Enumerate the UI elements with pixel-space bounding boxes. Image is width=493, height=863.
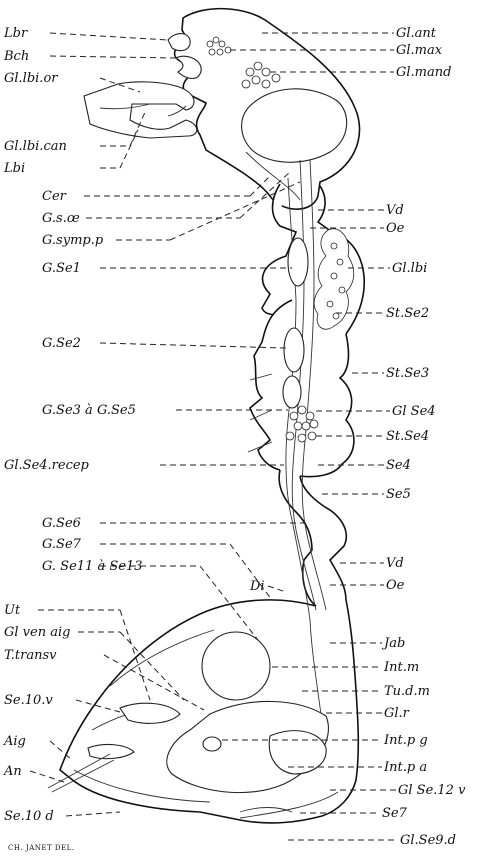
brain [242, 89, 347, 162]
label-int-p-g: Int.p g [383, 733, 428, 748]
label-gl-se12-v: Gl Se.12 v [398, 783, 466, 798]
label-gl-se4-recep: Gl.Se4.recep [4, 458, 90, 473]
label-st-se2: St.Se2 [386, 306, 429, 321]
label-g-s-oe: G.s.œ [42, 211, 80, 226]
label-g-se2: G.Se2 [42, 336, 81, 351]
label-gl-ven-aig: Gl ven aig [4, 625, 70, 640]
label-se5: Se5 [386, 487, 411, 502]
labels-right: Gl.ant Gl.max Gl.mand Vd Oe Gl.lbi St.Se… [381, 26, 466, 848]
label-gl-max: Gl.max [396, 43, 443, 58]
label-gl-lbi: Gl.lbi [392, 261, 427, 276]
label-gl-se4: Gl Se4 [392, 404, 436, 419]
artist-credit: CH. JANET DEL. [8, 844, 75, 852]
labium [84, 82, 197, 138]
label-vd-2: Vd [386, 556, 404, 571]
label-st-se4: St.Se4 [386, 429, 429, 444]
label-st-se3: St.Se3 [386, 366, 429, 381]
label-se10-d: Se.10 d [4, 809, 54, 824]
label-g-se6: G.Se6 [42, 516, 81, 531]
label-cer: Cer [42, 189, 67, 204]
label-gl-r: Gl.r [384, 706, 410, 721]
label-se4: Se4 [386, 458, 411, 473]
metapleural-gland-cluster [286, 406, 318, 442]
label-oe-1: Oe [386, 221, 405, 236]
label-gl-mand: Gl.mand [396, 65, 451, 80]
label-an: An [3, 764, 22, 779]
label-jab: Jab [381, 636, 405, 651]
label-g-se1: G.Se1 [42, 261, 81, 276]
label-se10-v: Se.10.v [4, 693, 53, 708]
label-t-transv: T.transv [4, 648, 57, 663]
label-aig: Aig [3, 734, 26, 749]
label-int-m: Int.m [383, 660, 419, 675]
label-lbr: Lbr [3, 26, 28, 41]
label-se7: Se7 [382, 806, 408, 821]
label-ut: Ut [4, 603, 21, 618]
label-gl-lbi-or: Gl.lbi.or [4, 71, 58, 86]
label-oe-2: Oe [386, 578, 405, 593]
label-vd-1: Vd [386, 203, 404, 218]
petiole-outline [279, 470, 346, 606]
label-g-se3-se5: G.Se3 à G.Se5 [42, 403, 136, 418]
label-tu-d-m: Tu.d.m [384, 684, 430, 699]
label-di: Di [249, 579, 265, 594]
label-lbi: Lbi [3, 161, 25, 176]
label-g-se7: G.Se7 [42, 537, 82, 552]
label-gl-lbi-can: Gl.lbi.can [4, 139, 67, 154]
label-gl-ant: Gl.ant [396, 26, 437, 41]
label-gl-se9-d: Gl.Se9.d [400, 833, 456, 848]
label-int-p-a: Int.p a [383, 760, 427, 775]
label-g-se11-se13: G. Se11 à Se13 [42, 559, 142, 574]
label-bch: Bch [3, 49, 29, 64]
labrum [168, 34, 190, 51]
label-g-symp-p: G.symp.p [42, 233, 104, 248]
